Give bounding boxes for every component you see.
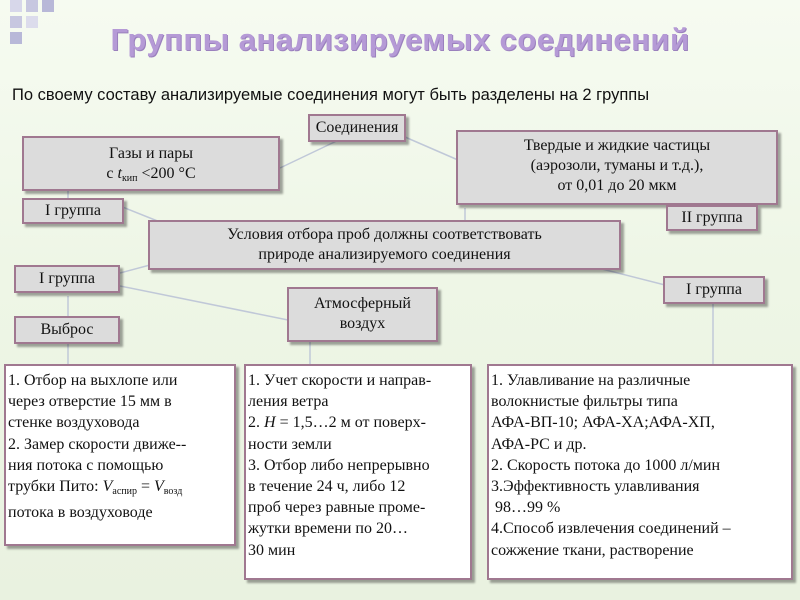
aerosol-details-panel: 1. Улавливание на различные волокнистые … — [487, 364, 793, 580]
group-1-right-badge: I группа — [663, 276, 765, 304]
emission-node: Выброс — [14, 316, 120, 344]
gases-label: Газы и пары — [109, 145, 193, 162]
atmospheric-details-panel: 1. Учет скорости и направ- ления ветра 2… — [244, 364, 472, 580]
gases-temperature: с tкип <200 °С — [106, 165, 196, 184]
decorative-squares — [10, 0, 54, 44]
page-subtitle: По своему составу анализируемые соединен… — [12, 86, 650, 104]
gases-node: Газы и пары с tкип <200 °С — [22, 136, 280, 191]
atmospheric-air-node: Атмосферный воздух — [287, 287, 438, 342]
emission-details-panel: 1. Отбор на выхлопе или через отверстие … — [4, 364, 236, 546]
group-1-top-badge: I группа — [22, 198, 124, 224]
conditions-node: Условия отбора проб должны соответствова… — [148, 220, 621, 270]
root-node-compounds: Соединения — [308, 114, 406, 142]
page-title: Группы анализируемых соединений — [110, 22, 690, 57]
particles-node: Твердые и жидкие частицы (аэрозоли, тума… — [456, 130, 778, 205]
group-1-left-badge: I группа — [14, 265, 120, 293]
group-2-badge: II группа — [666, 205, 758, 231]
